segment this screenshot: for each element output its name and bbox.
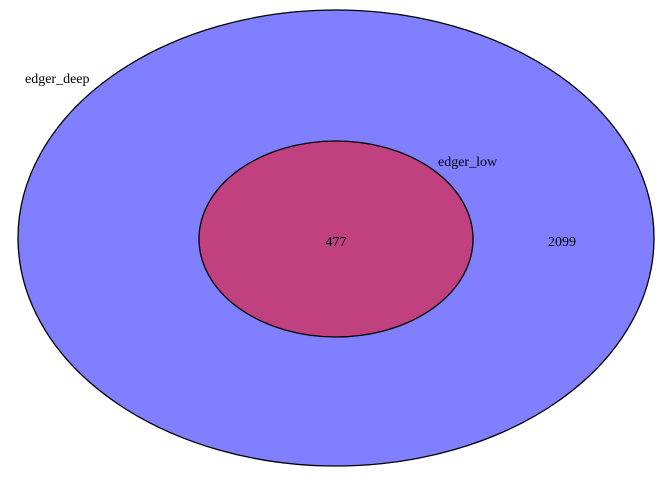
set-label-edger-low: edger_low bbox=[438, 155, 498, 170]
set-label-edger-deep: edger_deep bbox=[25, 72, 90, 87]
region-count-intersection: 477 bbox=[326, 235, 347, 250]
set-edger-low-ellipse bbox=[198, 140, 474, 338]
region-count-edger-deep-only: 2099 bbox=[548, 235, 576, 250]
